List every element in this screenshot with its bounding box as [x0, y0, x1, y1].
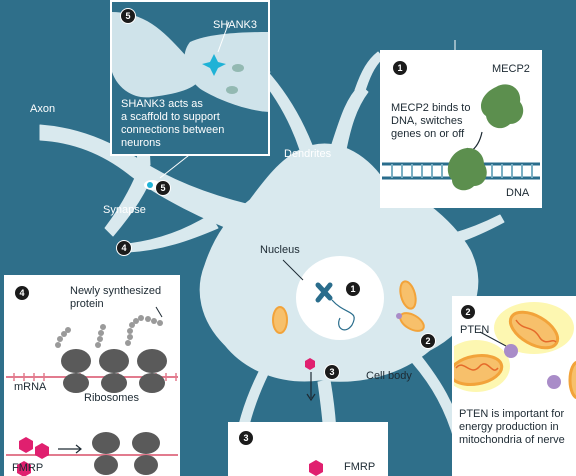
- panel-fmrp: 3 FMRP: [228, 422, 388, 476]
- mecp2-caption-line-3: genes on or off: [391, 128, 465, 140]
- nucleus-label: Nucleus: [260, 244, 300, 256]
- shank3-caption-line-1: SHANK3 acts as: [121, 98, 203, 110]
- shank3-label: SHANK3: [213, 19, 258, 31]
- shank3-caption-line-2: a scaffold to support: [121, 111, 220, 123]
- mrna-label: mRNA: [14, 381, 47, 393]
- pten-label: PTEN: [460, 324, 490, 336]
- panel-mecp2: 1 MECP2 MECP2 binds to DNA, switches gen…: [380, 50, 542, 208]
- dendrites-label: Dendrites: [284, 148, 332, 160]
- marker-1: 1: [345, 281, 361, 297]
- panel-shank3: 5 SHANK3 SHANK3 acts as a scaffold to su…: [110, 0, 270, 156]
- mecp2-caption-line-2: DNA, switches: [391, 115, 463, 127]
- fmrp-panel4-label: FMRP: [12, 462, 44, 474]
- shank3-caption-line-4: neurons: [121, 137, 161, 149]
- pten-caption-line-3: mitochondria of nerve: [459, 434, 565, 446]
- panel-1-number: 1: [392, 60, 408, 76]
- cell-body-label: Cell body: [366, 370, 412, 382]
- panel-pten: 2 PTEN PTEN is important for energy prod…: [452, 296, 576, 476]
- panel-protein-synthesis: 4 Newly synthesized protein mRNA Ribosom…: [4, 275, 180, 476]
- panel-2-number: 2: [460, 304, 476, 320]
- mecp2-label: MECP2: [492, 63, 530, 75]
- mecp2-caption-line-1: MECP2 binds to: [391, 102, 471, 114]
- ribosomes-label: Ribosomes: [84, 392, 140, 404]
- panel-5-number: 5: [120, 8, 136, 24]
- nucleus-shape: [296, 256, 384, 340]
- pten-caption-line-2: energy production in: [459, 421, 559, 433]
- panel-3-number: 3: [238, 430, 254, 446]
- marker-2: 2: [420, 333, 436, 349]
- marker-5: 5: [155, 180, 171, 196]
- synapse-label: Synapse: [103, 204, 146, 216]
- pten-caption-line-1: PTEN is important for: [459, 408, 565, 420]
- dna-label: DNA: [506, 187, 530, 199]
- panel-4-number: 4: [14, 285, 30, 301]
- axon-label: Axon: [30, 103, 56, 115]
- shank3-caption-line-3: connections between: [121, 124, 225, 136]
- new-protein-label-line-1: Newly synthesized: [70, 285, 162, 297]
- marker-4: 4: [116, 240, 132, 256]
- new-protein-label-line-2: protein: [70, 298, 104, 310]
- marker-3: 3: [324, 364, 340, 380]
- fmrp-panel3-label: FMRP: [344, 461, 376, 473]
